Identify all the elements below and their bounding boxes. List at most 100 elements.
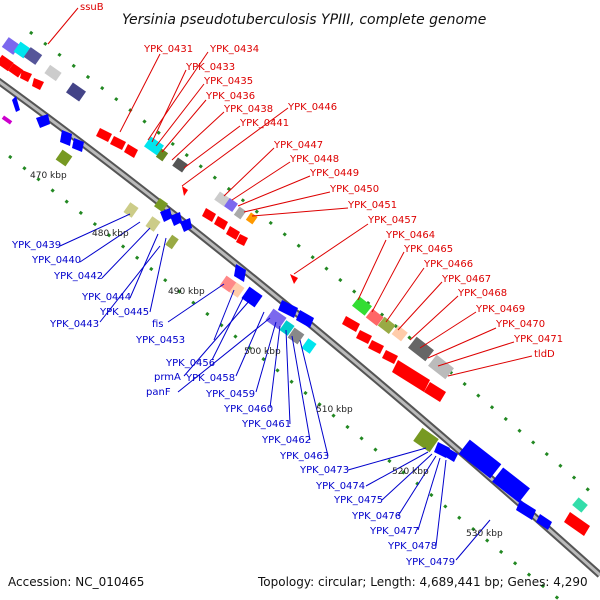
feature-arrow <box>368 340 384 354</box>
gene-label: YPK_0477 <box>369 526 419 537</box>
tick-label: 530 kbp <box>466 529 503 539</box>
gene-label: YPK_0444 <box>81 292 131 303</box>
gene-label: YPK_0459 <box>205 389 255 400</box>
feature-arrow <box>160 208 172 222</box>
feature-arrow <box>342 316 360 332</box>
feature-block <box>408 336 434 362</box>
feature-block <box>172 157 188 173</box>
gene-label: YPK_0431 <box>143 44 193 55</box>
gene-label: YPK_0460 <box>223 404 273 415</box>
feature-block <box>8 63 24 78</box>
gene-label: YPK_0479 <box>405 557 455 568</box>
feature-arrow <box>110 136 126 150</box>
feature-block <box>458 439 502 479</box>
feature-block <box>155 148 169 162</box>
gene-label: YPK_0446 <box>287 102 337 113</box>
gene-label: YPK_0453 <box>135 335 185 346</box>
feature-arrow <box>236 234 248 246</box>
gene-label: YPK_0439 <box>11 240 61 251</box>
gene-label: YPK_0478 <box>387 541 437 552</box>
reverse-features <box>1 37 552 530</box>
tick-label: 490 kbp <box>168 287 205 297</box>
feature-arrow <box>202 208 216 222</box>
gene-label: YPK_0438 <box>223 104 273 115</box>
feature-block <box>391 325 408 342</box>
gene-label: YPK_0441 <box>239 118 289 129</box>
gene-label: YPK_0475 <box>333 495 383 506</box>
gene-label: panF <box>146 387 171 398</box>
feature-block <box>165 234 179 250</box>
gene-label: YPK_0469 <box>475 304 525 315</box>
feature-arrow <box>226 226 240 240</box>
feature-block <box>377 316 396 335</box>
gene-label: YPK_0467 <box>441 274 491 285</box>
feature-block <box>301 338 317 354</box>
gene-label: YPK_0468 <box>457 288 507 299</box>
gene-label: YPK_0435 <box>203 76 253 87</box>
gene-label: YPK_0449 <box>309 168 359 179</box>
feature-block <box>154 198 168 212</box>
gene-label: ssuB <box>80 2 104 13</box>
feature-block <box>245 212 258 225</box>
gene-label: YPK_0433 <box>185 62 235 73</box>
accession-text: Accession: NC_010465 <box>8 575 144 589</box>
gene-label: prmA <box>154 372 181 383</box>
feature-block <box>123 202 139 218</box>
tick-label: 510 kbp <box>316 405 353 415</box>
gene-label: YPK_0473 <box>299 465 349 476</box>
feature-arrow <box>12 96 20 112</box>
feature-arrow <box>36 114 50 128</box>
feature-arrow <box>516 500 536 520</box>
forward-leader-lines <box>47 7 533 377</box>
feature-block <box>352 296 372 316</box>
gene-label: tldD <box>534 349 555 360</box>
feature-block <box>44 64 62 82</box>
gene-label: YPK_0465 <box>403 244 453 255</box>
feature-block <box>145 216 161 232</box>
tick-label: 480 kbp <box>92 229 129 239</box>
feature-block <box>233 206 247 220</box>
feature-arrow <box>296 310 314 328</box>
gene-label: YPK_0451 <box>347 200 397 211</box>
forward-gene-labels: ssuB YPK_0431 YPK_0434 YPK_0433 YPK_0435… <box>80 2 563 360</box>
feature-block <box>214 191 230 207</box>
gene-label: YPK_0434 <box>209 44 259 55</box>
gene-label: YPK_0462 <box>261 435 311 446</box>
gene-label: YPK_0442 <box>53 271 103 282</box>
feature-arrow <box>424 382 446 402</box>
feature-arrow <box>382 350 398 364</box>
gene-label: YPK_0447 <box>273 140 323 151</box>
feature-block <box>241 286 263 308</box>
feature-arrow <box>564 512 590 536</box>
feature-arrow <box>96 128 112 142</box>
gene-label: YPK_0466 <box>423 259 473 270</box>
gene-label: YPK_0461 <box>241 419 291 430</box>
feature-arrow <box>214 216 228 230</box>
feature-arrow <box>20 70 32 82</box>
feature-arrow <box>124 144 138 158</box>
gene-label: YPK_0450 <box>329 184 379 195</box>
reverse-leader-lines <box>59 213 491 561</box>
kbp-ticks: 470 kbp 480 kbp 490 kbp 500 kbp 510 kbp … <box>30 171 503 539</box>
feature-arrow <box>60 130 72 146</box>
map-title: Yersinia pseudotuberculosis YPIII, compl… <box>122 12 486 28</box>
gene-label: YPK_0440 <box>31 255 81 266</box>
gene-label: fis <box>152 319 164 330</box>
feature-block <box>229 282 245 298</box>
feature-block <box>1 115 13 125</box>
feature-arrow <box>32 78 44 90</box>
gene-label: YPK_0476 <box>351 511 401 522</box>
feature-block <box>0 54 14 72</box>
feature-block <box>492 467 530 503</box>
gene-label: YPK_0443 <box>49 319 99 330</box>
genome-summary: Topology: circular; Length: 4,689,441 bp… <box>257 575 588 589</box>
gene-label: YPK_0448 <box>289 154 339 165</box>
feature-block <box>55 149 73 167</box>
forward-features <box>0 54 590 536</box>
gene-label: YPK_0464 <box>385 230 435 241</box>
feature-block <box>224 198 238 212</box>
gene-label: YPK_0445 <box>99 307 149 318</box>
feature-block <box>23 47 43 65</box>
